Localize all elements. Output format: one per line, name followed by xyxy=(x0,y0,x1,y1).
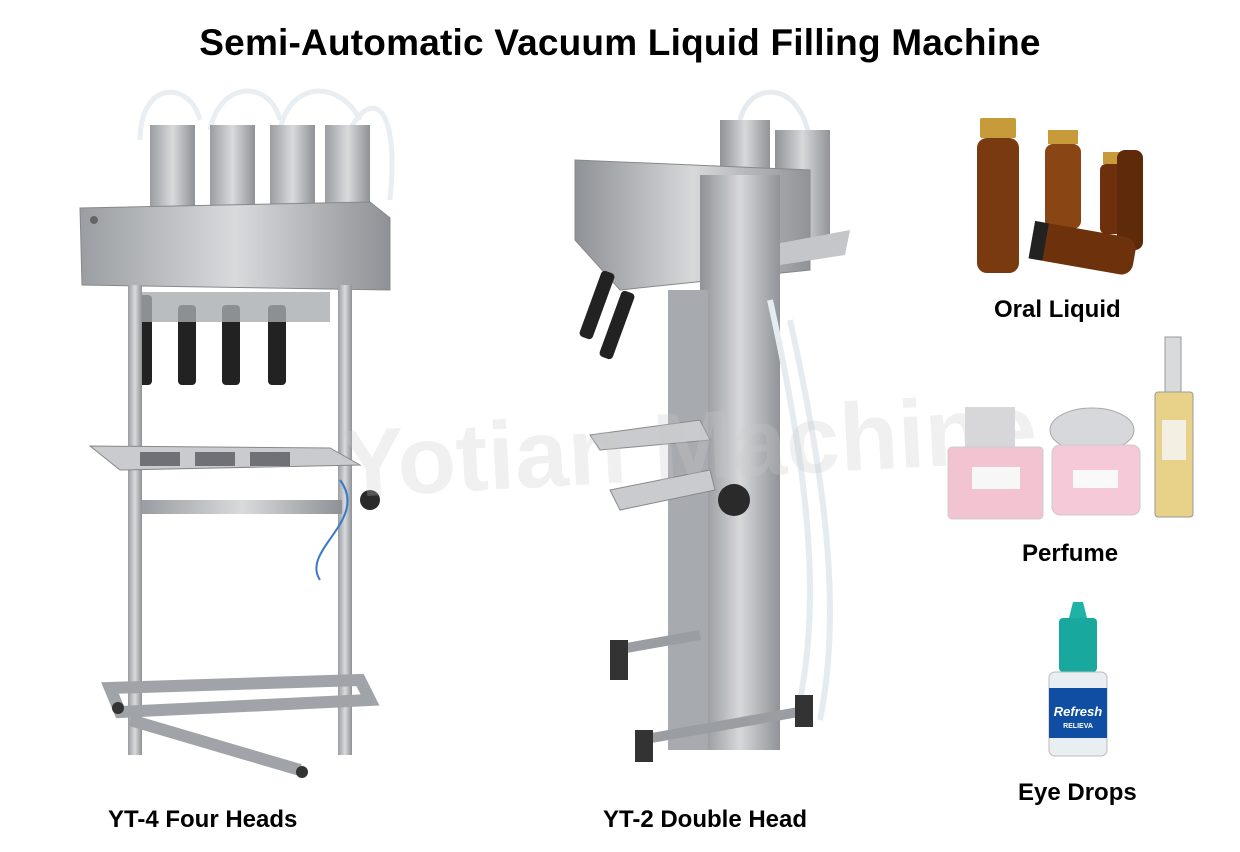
page-title: Semi-Automatic Vacuum Liquid Filling Mac… xyxy=(199,22,1041,63)
eye-drops-bottle-image: Refresh RELIEVA xyxy=(1048,602,1108,757)
perfume-bottles-image xyxy=(947,336,1194,520)
yt4-machine-image xyxy=(79,88,395,778)
eye-drops-brand-text: Refresh xyxy=(1054,704,1102,719)
eye-drops-caption: Eye Drops xyxy=(1018,779,1137,806)
perfume-caption: Perfume xyxy=(1022,540,1119,567)
oral-liquid-caption: Oral Liquid xyxy=(994,296,1121,323)
yt4-caption: YT-4 Four Heads xyxy=(108,806,298,833)
oral-liquid-bottles-image xyxy=(977,118,1143,275)
yt2-caption: YT-2 Double Head xyxy=(603,806,808,833)
yt2-machine-image xyxy=(574,89,850,762)
eye-drops-sub-text: RELIEVA xyxy=(1063,723,1093,730)
